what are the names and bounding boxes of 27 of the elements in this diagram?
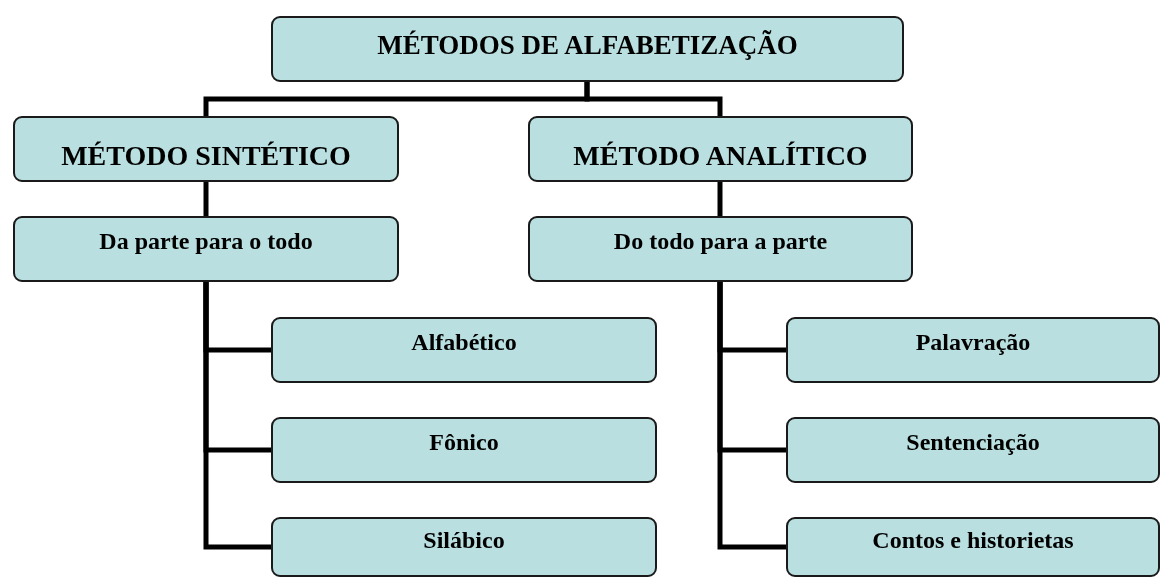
- box-label: Fônico: [429, 429, 499, 456]
- connector-line: [584, 82, 723, 116]
- method-box: [271, 517, 657, 577]
- connector-line: [203, 182, 209, 216]
- box-label: MÉTODOS DE ALFABETIZAÇÃO: [377, 30, 798, 61]
- method-box: [13, 116, 399, 182]
- box-label: MÉTODO ANALÍTICO: [573, 140, 868, 172]
- method-box: [271, 317, 657, 383]
- box-label: Sentenciação: [906, 429, 1040, 456]
- box-label: Da parte para o todo: [99, 228, 313, 255]
- connector-line: [203, 282, 271, 550]
- box-label: Contos e historietas: [872, 527, 1074, 554]
- connector-line: [717, 182, 723, 216]
- method-box: [786, 417, 1160, 483]
- method-box: [271, 417, 657, 483]
- box-label: Do todo para a parte: [613, 228, 828, 255]
- method-box: [528, 116, 913, 182]
- method-box: [786, 317, 1160, 383]
- box-label: Silábico: [423, 527, 505, 554]
- box-label: Palavração: [915, 329, 1031, 356]
- box-label: Alfabético: [411, 329, 517, 356]
- method-box: [528, 216, 913, 282]
- method-box: [271, 16, 904, 82]
- method-box: [13, 216, 399, 282]
- method-box: [786, 517, 1160, 577]
- box-label: MÉTODO SINTÉTICO: [61, 140, 351, 172]
- connector-line: [717, 282, 786, 550]
